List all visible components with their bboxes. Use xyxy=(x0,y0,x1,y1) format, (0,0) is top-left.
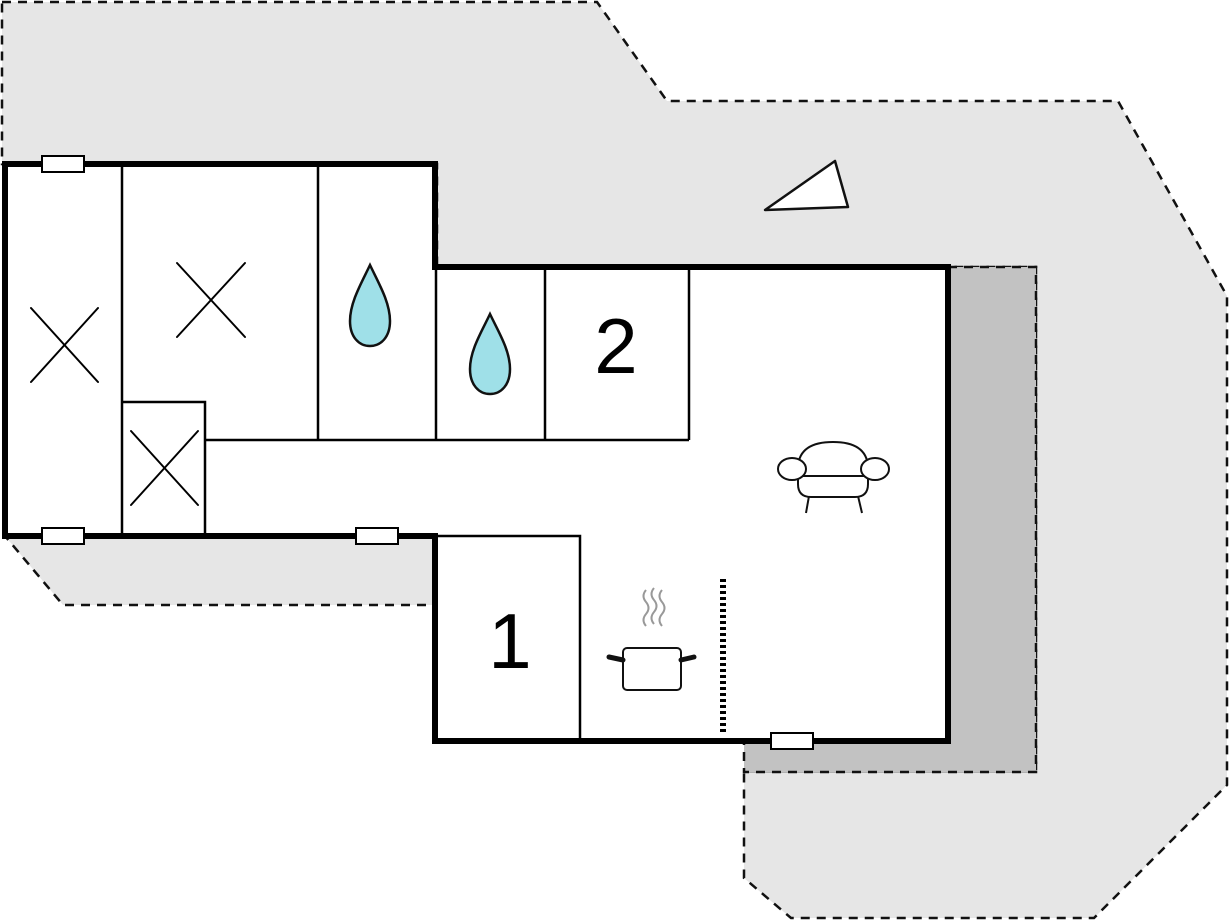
water-drops xyxy=(348,262,512,396)
water-drop-icon xyxy=(468,311,512,396)
cross-marks xyxy=(30,262,246,506)
no-access-cross-icon xyxy=(30,307,99,383)
no-access-cross-icon xyxy=(176,262,246,338)
cooking-pot-icon xyxy=(606,587,697,691)
no-access-cross-icon xyxy=(130,430,199,506)
house-interior xyxy=(5,164,948,741)
exterior-walls xyxy=(2,161,951,744)
water-drop-icon xyxy=(348,262,392,348)
room-number-1: 1 xyxy=(488,597,531,685)
armchair-icon xyxy=(777,440,890,514)
interior-walls xyxy=(120,164,691,740)
compass-triangle-icon xyxy=(763,159,850,212)
window-icon xyxy=(41,527,85,545)
window-icon xyxy=(770,732,814,750)
window-icon xyxy=(41,155,85,173)
window-icon xyxy=(355,527,399,545)
terrace-left xyxy=(2,534,439,607)
windows xyxy=(41,155,814,750)
room-number-2: 2 xyxy=(594,302,637,390)
